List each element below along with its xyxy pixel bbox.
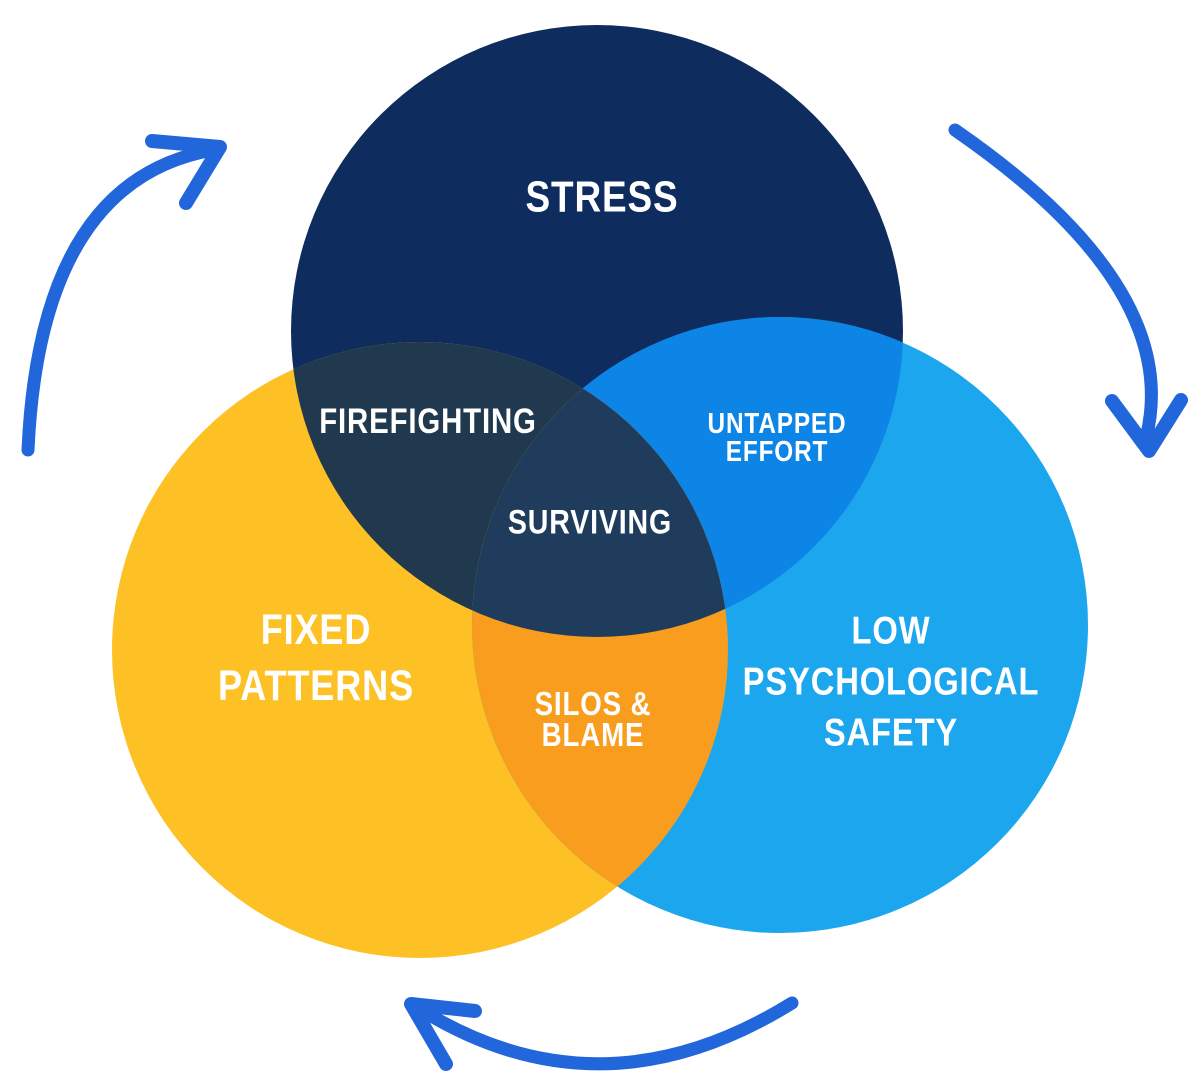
label-firefighting: FIREFIGHTING xyxy=(319,401,537,441)
cycle-arrow-bottom-head xyxy=(404,997,482,1071)
cycle-arrow-bottom-icon xyxy=(404,996,799,1071)
label-fixed-patterns: FIXED PATTERNS xyxy=(217,606,415,710)
label-stress: STRESS xyxy=(525,172,679,222)
cycle-arrow-right-head xyxy=(1105,393,1188,458)
label-surviving: SURVIVING xyxy=(507,503,673,542)
cycle-arrow-top-left-head xyxy=(145,134,227,210)
cycle-arrow-top-left-curve xyxy=(21,143,220,457)
cycle-arrow-right-curve xyxy=(948,123,1158,445)
overlap-surviving-group xyxy=(472,342,728,637)
label-untapped-effort: UNTAPPED EFFORT xyxy=(707,408,847,468)
overlap-surviving-region xyxy=(472,342,728,637)
cycle-arrow-top-left-icon xyxy=(21,134,227,457)
cycle-arrow-bottom-curve xyxy=(411,996,799,1071)
label-silos-blame: SILOS & BLAME xyxy=(534,685,652,753)
label-low-psychological-safety: LOW PSYCHOLOGICAL SAFETY xyxy=(742,609,1040,755)
cycle-arrow-right-icon xyxy=(948,123,1188,458)
